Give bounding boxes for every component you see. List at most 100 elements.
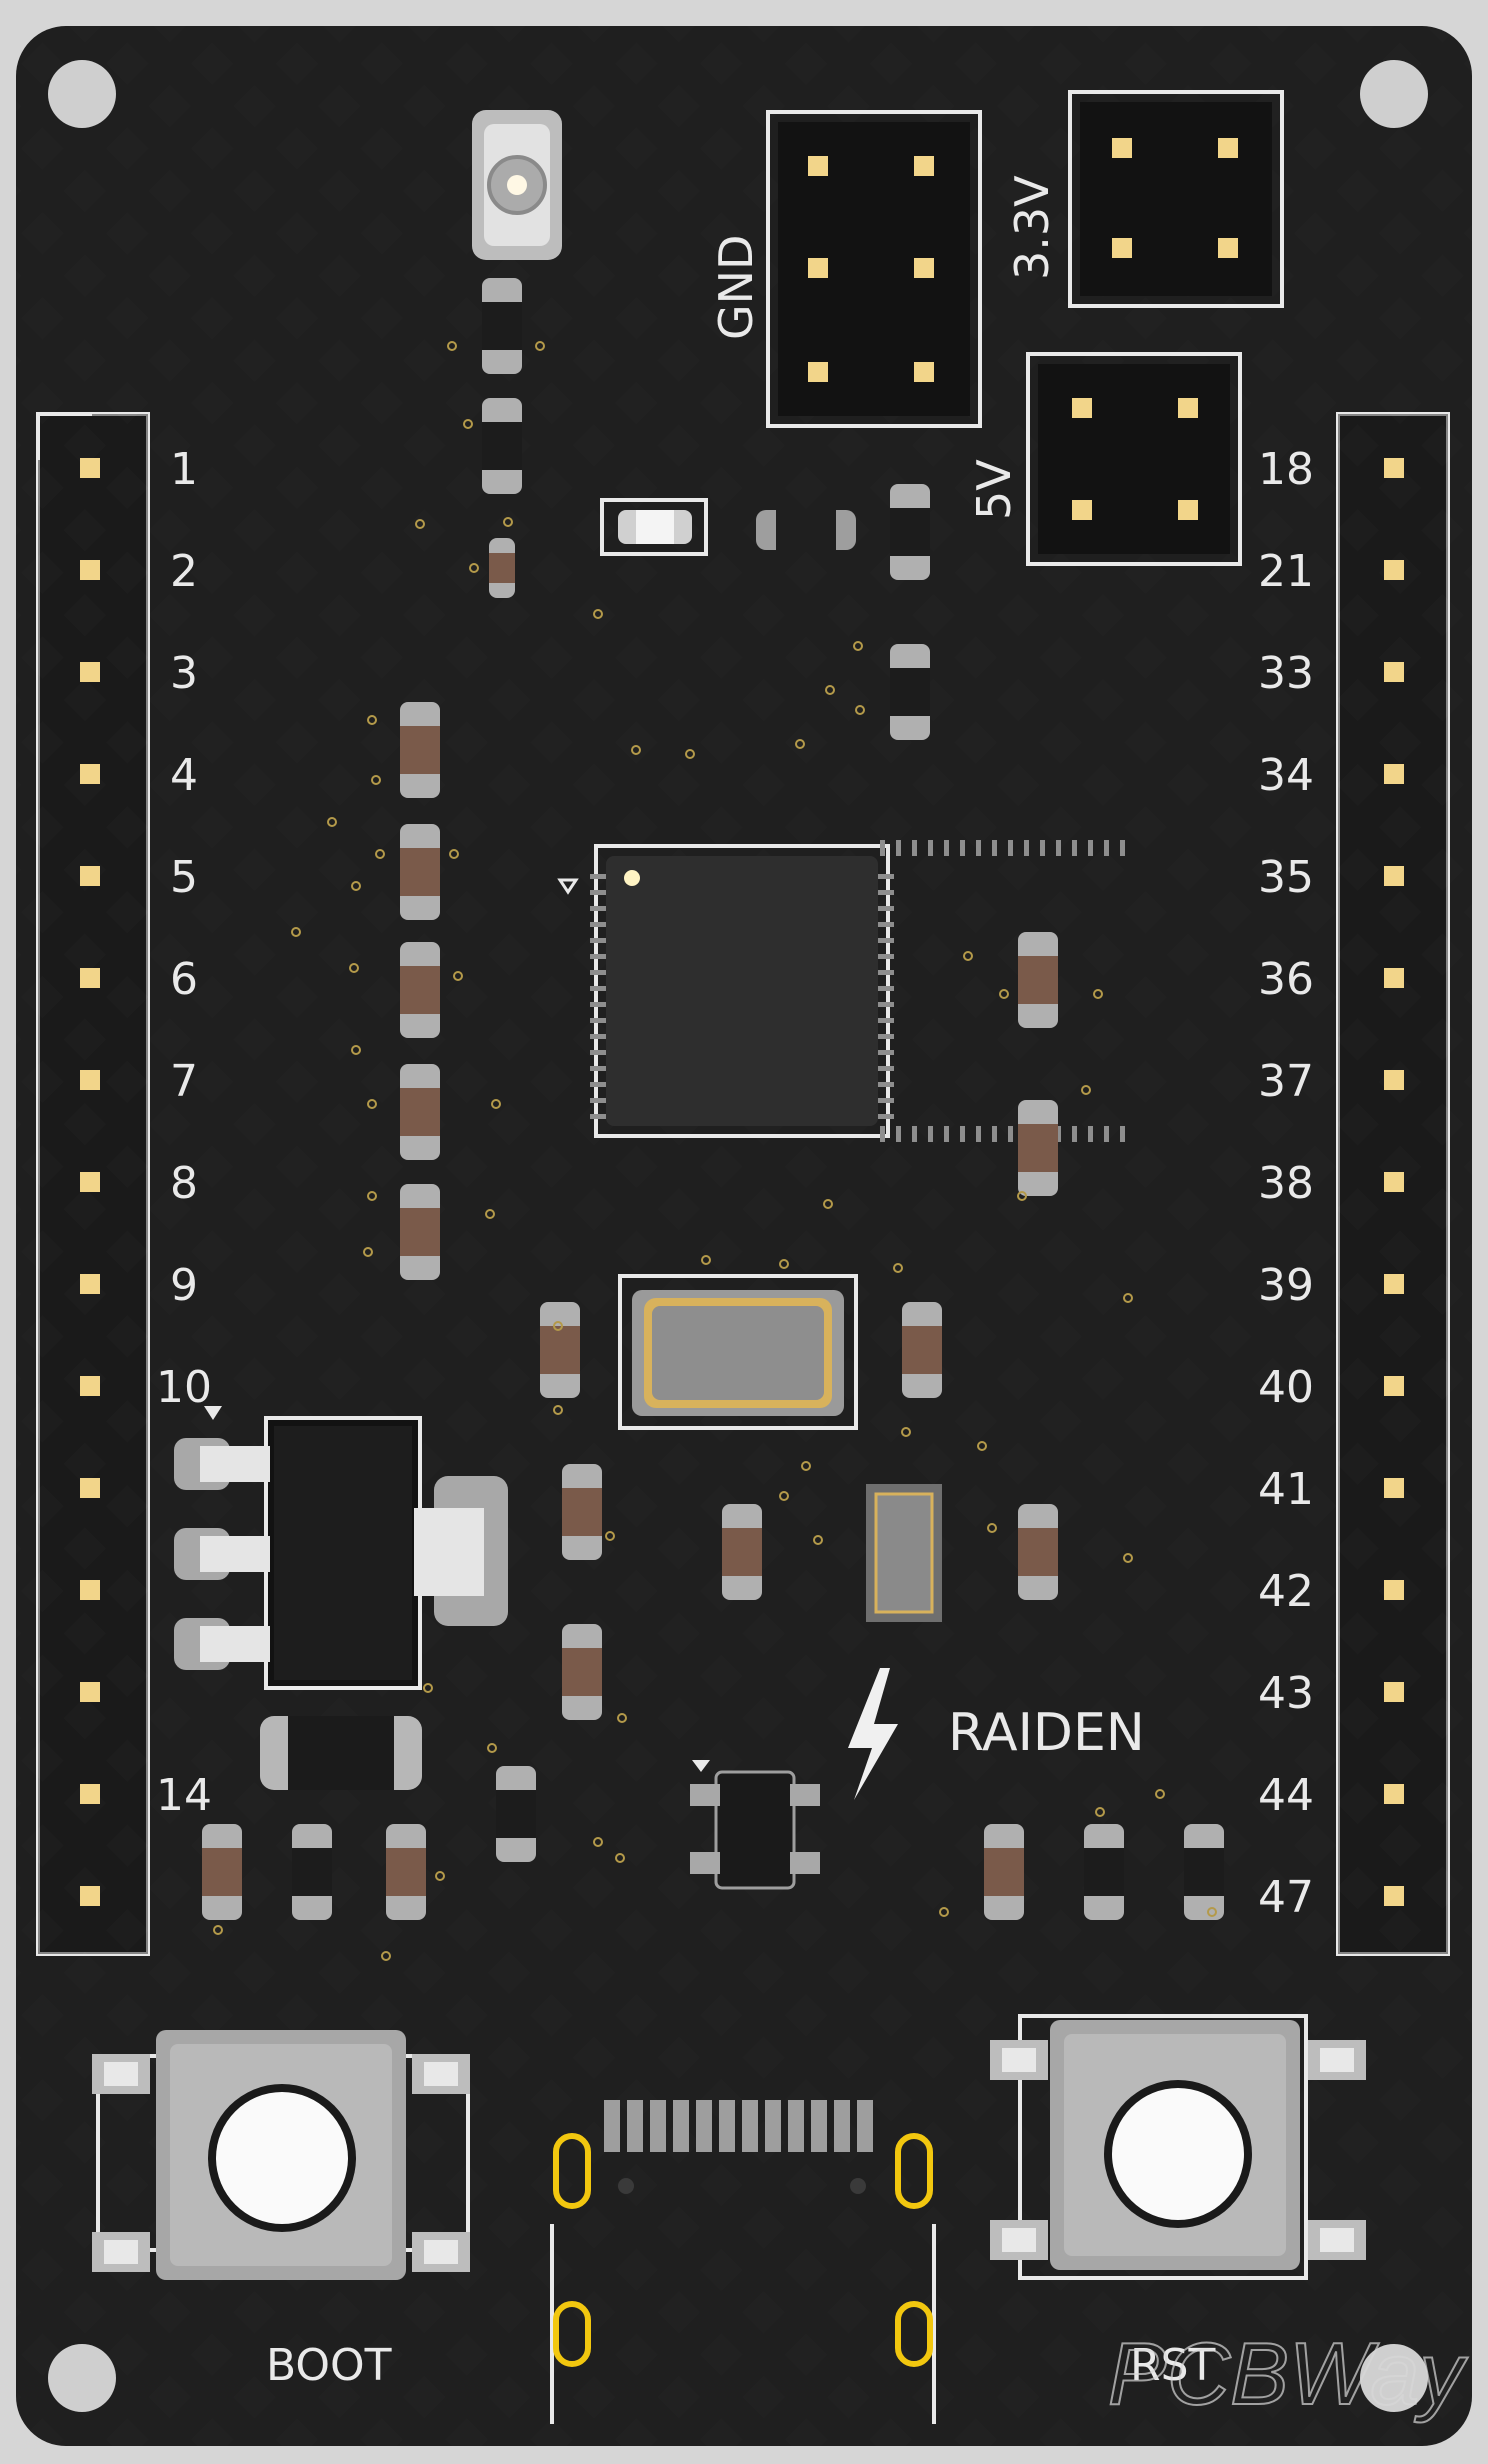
gnd-header: [766, 110, 982, 428]
left-pin-label: 10: [156, 1362, 212, 1413]
mounting-holes: [48, 60, 1428, 2412]
header-pad: [1072, 500, 1092, 520]
header-pad: [808, 156, 828, 176]
rst-button[interactable]: [990, 2014, 1366, 2280]
usb-c-connector: [550, 2100, 936, 2424]
power-header-pads: [808, 138, 1238, 520]
header-pad: [1384, 560, 1404, 580]
header-pad: [1384, 968, 1404, 988]
header-pad: [1384, 1274, 1404, 1294]
right-pin-label: 18: [1258, 444, 1314, 495]
v33-label: 3.3V: [1005, 175, 1059, 280]
header-pad: [80, 458, 100, 478]
header-pad: [1384, 1682, 1404, 1702]
header-pad: [1384, 1376, 1404, 1396]
mcu-chip: [557, 840, 1125, 1142]
header-pad: [1384, 1784, 1404, 1804]
header-pad: [80, 1070, 100, 1090]
right-pin-label: 37: [1258, 1056, 1314, 1107]
crystal-oscillator: [618, 1274, 858, 1430]
v5-label: 5V: [967, 459, 1021, 520]
right-pin-label: 34: [1258, 750, 1314, 801]
boot-label: BOOT: [266, 2340, 392, 2391]
header-pad: [1384, 1478, 1404, 1498]
header-pad: [1112, 138, 1132, 158]
header-pad: [80, 1682, 100, 1702]
header-pad: [80, 1172, 100, 1192]
header-pad: [80, 1274, 100, 1294]
header-pad: [1384, 1070, 1404, 1090]
header-pad: [1178, 500, 1198, 520]
v33-header: [1068, 90, 1284, 308]
gnd-label: GND: [709, 235, 763, 340]
left-header-pads: [80, 458, 100, 1906]
header-pad: [914, 258, 934, 278]
diode: [260, 1716, 422, 1790]
right-pin-label: 21: [1258, 546, 1314, 597]
top-smds: [600, 498, 856, 556]
rst-label: RST: [1130, 2340, 1216, 2391]
header-pad: [80, 1376, 100, 1396]
right-pin-label: 35: [1258, 852, 1314, 903]
pcbway-watermark: PCBWay: [1108, 2324, 1468, 2423]
left-pin-label: 3: [170, 648, 198, 699]
right-pin-label: 42: [1258, 1566, 1314, 1617]
left-pin-label: 4: [170, 750, 198, 801]
header-pad: [914, 156, 934, 176]
header-pad: [1218, 238, 1238, 258]
header-pad: [1178, 398, 1198, 418]
header-pad: [80, 968, 100, 988]
left-pin-label: 6: [170, 954, 198, 1005]
header-pad: [80, 1784, 100, 1804]
header-pad: [1384, 1172, 1404, 1192]
left-pin-label: 7: [170, 1056, 198, 1107]
header-pad: [80, 764, 100, 784]
right-pin-label: 44: [1258, 1770, 1314, 1821]
header-pad: [80, 866, 100, 886]
header-pad: [1112, 238, 1132, 258]
header-pad: [914, 362, 934, 382]
right-pin-labels: 18 21 33 34 35 36 37 38 39 40 41 42 43 44 47: [1258, 444, 1314, 1923]
header-pad: [1384, 866, 1404, 886]
header-pad: [1384, 458, 1404, 478]
header-pad: [808, 362, 828, 382]
antenna-connector: [472, 110, 562, 260]
small-crystal: [866, 1484, 942, 1622]
right-pin-label: 41: [1258, 1464, 1314, 1515]
right-pin-label: 36: [1258, 954, 1314, 1005]
header-pad: [80, 1886, 100, 1906]
brand-label: RAIDEN: [948, 1703, 1145, 1763]
header-pad: [80, 560, 100, 580]
header-pad: [1384, 764, 1404, 784]
right-pin-label: 38: [1258, 1158, 1314, 1209]
header-pad: [1384, 1886, 1404, 1906]
left-pin-label: 8: [170, 1158, 198, 1209]
header-pad: [808, 258, 828, 278]
header-pad: [1384, 1580, 1404, 1600]
voltage-regulator: [174, 1406, 508, 1690]
header-pad: [1072, 398, 1092, 418]
left-pin-label: 5: [170, 852, 198, 903]
v5-header: [1026, 352, 1242, 566]
right-pin-label: 33: [1258, 648, 1314, 699]
vias: [213, 341, 1217, 1961]
lightning-icon: [848, 1668, 898, 1800]
left-pin-label: 1: [170, 444, 198, 495]
header-pad: [1218, 138, 1238, 158]
header-pad: [1384, 662, 1404, 682]
left-pin-label: 2: [170, 546, 198, 597]
header-pad: [80, 1580, 100, 1600]
right-header-pads: [1384, 458, 1404, 1906]
transistor: [690, 1760, 820, 1890]
right-pin-label: 39: [1258, 1260, 1314, 1311]
boot-button[interactable]: [92, 2030, 470, 2280]
left-pin-label: 9: [170, 1260, 198, 1311]
right-pin-label: 43: [1258, 1668, 1314, 1719]
header-pad: [80, 1478, 100, 1498]
left-pin-labels: 1 2 3 4 5 6 7 8 9 10 14: [156, 444, 212, 1821]
left-pin-label: 14: [156, 1770, 212, 1821]
passive-components: [202, 278, 1224, 1920]
right-pin-label: 40: [1258, 1362, 1314, 1413]
right-pin-label: 47: [1258, 1872, 1314, 1923]
